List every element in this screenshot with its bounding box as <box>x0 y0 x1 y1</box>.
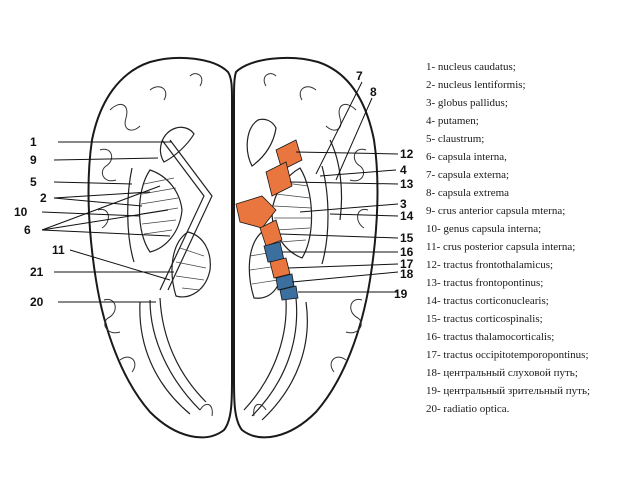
legend-item: 1- nucleus caudatus; <box>426 61 516 73</box>
left-lentiform <box>138 169 183 253</box>
legend-item: 15- tractus corticospinalis; <box>426 313 543 325</box>
diagram-number-labels: 1 9 5 2 10 6 11 21 20 7 8 12 4 13 3 14 1… <box>14 69 414 309</box>
legend-item: 20- radiatio optica. <box>426 403 510 415</box>
right-claustrum <box>321 165 329 265</box>
tract-frontothalamicus <box>275 139 303 171</box>
legend-item: 17- tractus occipitotemporopontinus; <box>426 349 589 361</box>
legend-item: 7- capsula externa; <box>426 169 510 181</box>
legend-item: 3- globus pallidus; <box>426 97 508 109</box>
label-21: 21 <box>30 265 44 279</box>
label-7: 7 <box>356 69 363 83</box>
legend-item: 18- центральный слуховой путь; <box>426 367 578 379</box>
brain-outline <box>233 56 379 439</box>
left-thalamus <box>171 231 211 298</box>
left-internal-capsule <box>159 139 213 291</box>
label-4: 4 <box>400 163 407 177</box>
cortex-gyri <box>97 73 369 417</box>
legend-item: 14- tractus corticonuclearis; <box>426 295 549 307</box>
brain-outline <box>87 56 233 439</box>
legend-item: 16- tractus thalamocorticalis; <box>426 331 555 343</box>
label-10: 10 <box>14 205 28 219</box>
left-claustrum <box>127 167 135 263</box>
tract-corticonuclearis <box>259 219 283 247</box>
label-3: 3 <box>400 197 407 211</box>
label-8: 8 <box>370 85 377 99</box>
legend-item: 6- capsula interna, <box>426 151 507 163</box>
right-caudate-head <box>246 118 277 167</box>
leader-lines <box>41 81 399 303</box>
label-14: 14 <box>400 209 414 223</box>
right-fiber-hatching <box>249 181 313 285</box>
legend-item: 4- putamen; <box>426 115 479 127</box>
legend-item: 13- tractus frontopontinus; <box>426 277 544 289</box>
legend-item: 10- genus capsula interna; <box>426 223 542 235</box>
label-17: 17 <box>400 257 414 271</box>
label-18: 18 <box>400 267 414 281</box>
label-11: 11 <box>52 243 65 257</box>
tract-genu <box>235 195 277 229</box>
label-12: 12 <box>400 147 414 161</box>
label-1: 1 <box>30 135 37 149</box>
label-5: 5 <box>30 175 37 189</box>
legend-item: 5- claustrum; <box>426 133 485 145</box>
legend-item: 11- crus posterior capsula interna; <box>426 241 576 253</box>
label-6: 6 <box>24 223 31 237</box>
label-19: 19 <box>394 287 408 301</box>
internal-capsule-tracts <box>235 139 303 301</box>
tract-frontopontinus <box>265 161 293 197</box>
legend-item: 19- центральный зрительный путь; <box>426 385 591 397</box>
tract-auditory <box>279 285 299 301</box>
label-9: 9 <box>30 153 37 167</box>
label-13: 13 <box>400 177 414 191</box>
tract-occipitotemporopontinus <box>275 273 295 291</box>
legend-item: 2- nucleus lentiformis; <box>426 79 526 91</box>
legend-list: 1- nucleus caudatus; 2- nucleus lentifor… <box>426 58 638 418</box>
label-2: 2 <box>40 191 47 205</box>
tract-thalamocorticalis <box>269 257 291 279</box>
legend-item: 9- crus anterior capsula mterna; <box>426 205 566 217</box>
label-15: 15 <box>400 231 414 245</box>
label-16: 16 <box>400 245 414 259</box>
brain-horizontal-section-diagram: 1 9 5 2 10 6 11 21 20 7 8 12 4 13 3 14 1… <box>14 56 414 439</box>
legend-item: 12- tractus frontothalamicus; <box>426 259 554 271</box>
legend-item: 8- capsula extrema <box>426 187 510 199</box>
label-20: 20 <box>30 295 44 309</box>
